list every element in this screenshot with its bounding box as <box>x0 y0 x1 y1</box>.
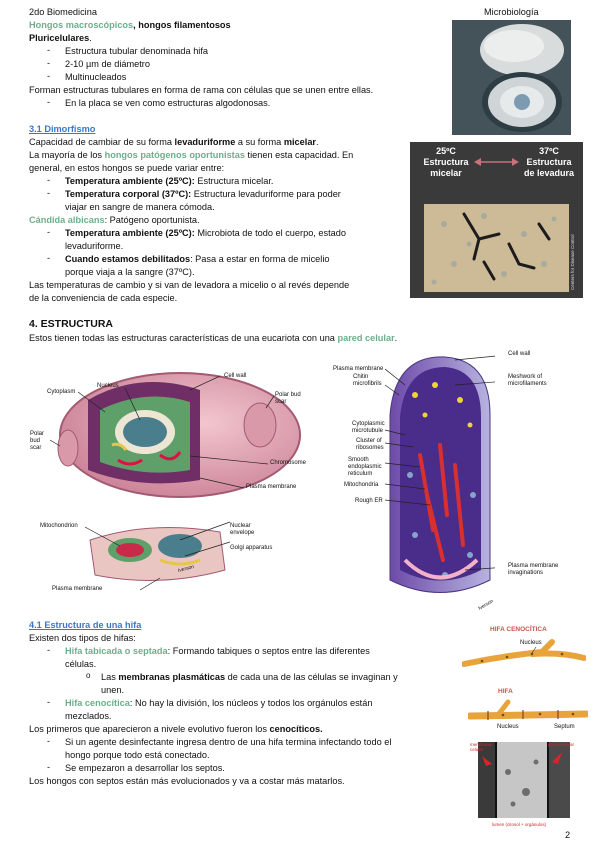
yeast-label-mitochondrion: Mitochondrion <box>40 523 78 529</box>
dash: - <box>47 175 51 185</box>
dimorfismo-p2: La mayoría de los hongos patógenos oport… <box>29 150 354 160</box>
wall-label-mitochondria: Mitochondria <box>344 482 379 488</box>
dash: - <box>47 188 51 198</box>
hifa-subbullet-b: unen. <box>101 685 124 695</box>
header-left: 2do Biomedicina <box>29 7 97 17</box>
dash: - <box>47 645 51 655</box>
circle-bullet-icon: o <box>86 671 91 680</box>
hifa-bullet-3: Si un agente desinfectante ingresa dentr… <box>65 737 392 747</box>
dimorfismo-bullet-4: Cuando estamos debilitados: Pasa a estar… <box>65 254 330 264</box>
yeast-label-polarbud-left: Polar bud scar <box>30 431 45 451</box>
hifa-fig-septum: Septum <box>554 724 575 730</box>
dimorfismo-p2b: general, en estos hongos se puede variar… <box>29 163 225 173</box>
septum-micrograph <box>478 742 570 818</box>
hifa-p1: Existen dos tipos de hifas: <box>29 633 136 643</box>
hifa-bullet-1: Hifa tabicada o septada: Formando tabiqu… <box>65 646 370 656</box>
hifa-bullet-1b: células. <box>65 659 97 669</box>
dimorfismo-bullet-3: Temperatura ambiente (25ºC): Microbiota … <box>65 228 346 238</box>
yeast-label-cytoplasm: Cytoplasm <box>47 389 76 395</box>
dash: - <box>47 697 51 707</box>
dash: - <box>47 71 51 81</box>
intro-bullet-1: Estructura tubular denominada hifa <box>65 46 209 56</box>
yeast-cell-diagram <box>49 372 301 591</box>
dimorphism-figure: 25ºC Estructura micelar 37ºC Estructura … <box>410 142 583 298</box>
estructura-heading: 4. ESTRUCTURA <box>29 318 114 330</box>
wall-label-pm-invaginations: Plasma membrane invaginations <box>508 563 559 576</box>
dash: - <box>47 45 51 55</box>
hifa-fig-pared: pared celular <box>548 742 575 747</box>
photo-credit: Centers for Disease Control <box>570 234 575 290</box>
wall-label-plasma-membrane: Plasma membrane <box>333 366 384 372</box>
dimorfismo-bullet-2: Temperatura corporal (37ºC): Estructura … <box>65 189 341 199</box>
yeast-label-nuclear-envelope: Nuclear envelope <box>230 523 255 536</box>
header-right: Microbiología <box>484 7 539 17</box>
hifa-bullet-3b: hongo porque todo está conectado. <box>65 750 210 760</box>
wall-label-smooth-er: Smooth endoplasmic reticulum <box>348 457 382 477</box>
intro-line-1: Hongos macroscópicos, hongos filamentoso… <box>29 20 231 30</box>
coenocytic-hypha-illustration <box>462 639 586 667</box>
intro-bullet-2: 2-10 µm de diámetro <box>65 59 150 69</box>
intro-bullet-4: En la placa se ven como estructuras algo… <box>65 98 271 108</box>
dash: - <box>47 253 51 263</box>
wall-label-cluster: Cluster of ribosomes <box>356 438 384 451</box>
hifa-heading: 4.1 Estructura de una hifa <box>29 620 142 630</box>
wall-label-chitin: Chitin microfibrils <box>353 374 382 387</box>
hifa-fig-lumen: lumen (citosol + orgánulos) <box>492 822 547 827</box>
septum-micrograph-illustration <box>478 742 570 818</box>
hifa-p2: Los primeros que aparecieron a nivele ev… <box>29 724 323 734</box>
dimorph-right-label: 37ºC Estructura de levadura <box>523 146 575 178</box>
estructura-p1: Estos tienen todas las estructuras carac… <box>29 333 398 343</box>
septate-hypha-illustration <box>468 699 588 720</box>
dimorfismo-bullet-3b: levaduriforme. <box>65 241 124 251</box>
wall-label-cytoplasmic: Cytoplasmic microtubule <box>352 421 385 434</box>
dash: - <box>47 58 51 68</box>
hifa-p3: Los hongos con septos están más evolucio… <box>29 776 345 786</box>
micrograph <box>424 204 569 292</box>
yeast-label-cellwall: Cell wall <box>224 373 247 379</box>
dimorph-left-label: 25ºC Estructura micelar <box>423 146 469 178</box>
dash: - <box>47 762 51 772</box>
dimorfismo-bullet-1: Temperatura ambiente (25ºC): Estructura … <box>65 176 274 186</box>
candida-line: Cándida albicans: Patógeno oportunista. <box>29 215 200 225</box>
dimorfismo-p4: de la conveniencia de cada especie. <box>29 293 178 303</box>
wall-label-rough-er: Rough ER <box>355 498 383 504</box>
dimorfismo-p3: Las temperaturas de cambio y si van de l… <box>29 280 350 290</box>
yeast-label-nucleus: Nucleus <box>97 383 119 389</box>
wall-label-meshwork: Meshwork of microfilaments <box>508 374 547 387</box>
dash: - <box>47 97 51 107</box>
wall-label-cellwall: Cell wall <box>508 351 531 357</box>
yeast-label-chromosome: Chromosome <box>270 460 307 466</box>
dimorfismo-bullet-4b: porque viaja a la sangre (37ºC). <box>65 267 195 277</box>
colony-photo <box>452 20 571 135</box>
hifa-cenocitica-title: HIFA CENOCÍTICA <box>490 626 547 633</box>
hifa-bullet-2: Hifa cenocítica: No hay la división, los… <box>65 698 373 708</box>
hifa-title: HIFA <box>498 688 513 695</box>
credit-wrap: Centers for Disease Control <box>570 202 580 292</box>
hifa-bullet-4: Se empezaron a desarrollar los septos. <box>65 763 225 773</box>
cell-wall-diagram <box>385 355 495 593</box>
page-number: 2 <box>565 830 571 840</box>
yeast-label-golgi: Golgi apparatus <box>230 545 273 551</box>
hifa-fig-nucleus-2: Nucleus <box>497 724 519 730</box>
hifa-subbullet: Las membranas plasmáticas de cada una de… <box>101 672 398 682</box>
hifa-bullet-2b: mezclados. <box>65 711 112 721</box>
yeast-label-plasmamembrane-2: Plasma membrane <box>52 586 103 592</box>
dimorfismo-bullet-2b: viajar en sangre de manera cómoda. <box>65 202 215 212</box>
hifa-fig-membrana: membrana celular <box>470 742 492 752</box>
micrograph-illustration <box>424 204 569 292</box>
dimorfismo-heading: 3.1 Dimorfismo <box>29 124 96 134</box>
dimorfismo-p1: Capacidad de cambiar de su forma levadur… <box>29 137 319 147</box>
intro-green: Hongos macroscópicos <box>29 20 134 30</box>
hifa-fig-nucleus-1: Nucleus <box>520 640 542 646</box>
double-arrow-icon <box>474 158 519 166</box>
dash: - <box>47 227 51 237</box>
dash: - <box>47 736 51 746</box>
yeast-label-plasmamembrane: Plasma membrane <box>246 484 297 490</box>
yeast-label-polarbud-right: Polar bud scar <box>275 392 301 405</box>
intro-paragraph: Forman estructuras tubulares en forma de… <box>29 85 374 95</box>
colony-illustration <box>452 20 571 135</box>
intro-line-2: Pluricelulares. <box>29 33 92 43</box>
intro-bullet-3: Multinucleados <box>65 72 127 82</box>
